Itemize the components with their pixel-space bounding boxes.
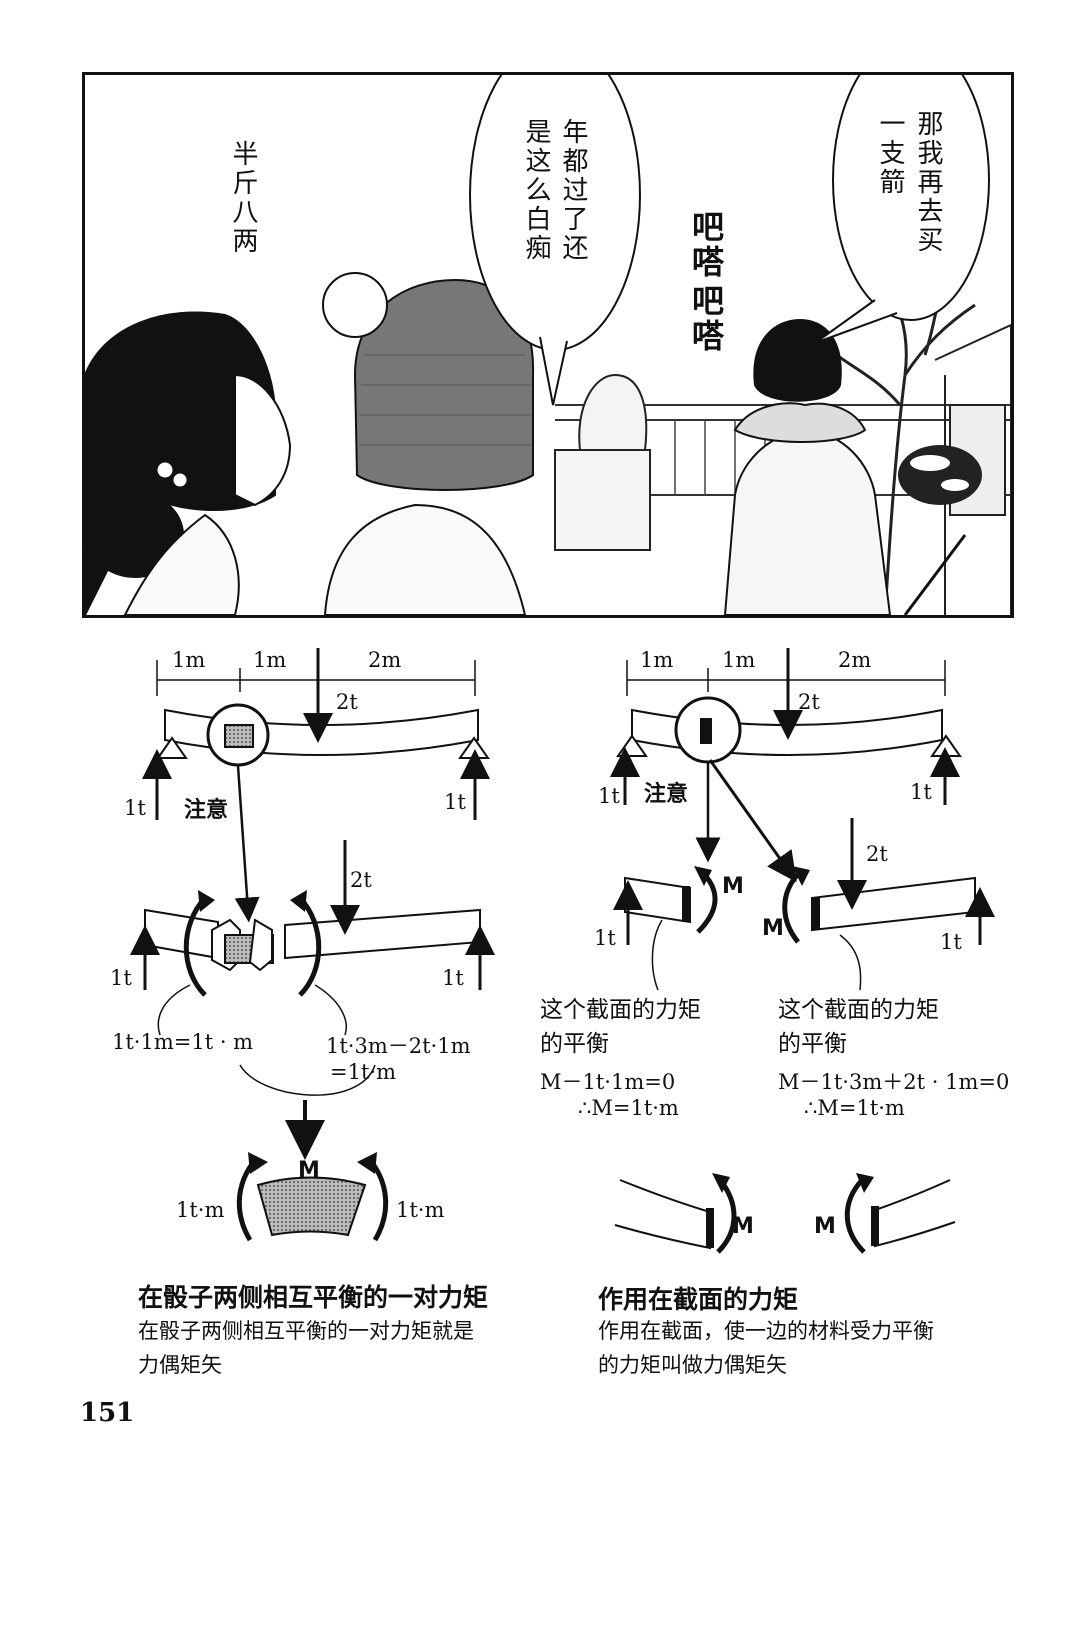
left-load-mid: 2t — [350, 868, 372, 892]
right-dim-1: 1m — [640, 648, 674, 672]
left-beam-diagram — [130, 648, 495, 1242]
comic-illustration — [85, 75, 1011, 615]
speech-bubble-middle-line-1: 年都过了还 — [558, 118, 588, 263]
left-reaction-left-mid: 1t — [110, 966, 132, 990]
right-load-top: 2t — [798, 690, 820, 714]
left-desc-1: 在骰子两侧相互平衡的一对力矩就是 — [138, 1319, 474, 1343]
speech-bubble-right-line-2: 一支箭 — [875, 110, 905, 197]
left-dim-2: 1m — [253, 648, 287, 672]
dice-section — [256, 1176, 367, 1237]
left-moment-left: 1t·m — [176, 1198, 225, 1222]
right-section-right-line-2: 的平衡 — [778, 1031, 847, 1057]
right-reaction-right-mid: 1t — [940, 930, 962, 954]
right-reaction-right: 1t — [910, 780, 932, 804]
speech-bubble-right-line-1: 那我再去买 — [913, 110, 943, 255]
right-eq-left-1: M－1t·1m=0 — [540, 1070, 676, 1094]
right-m-bottom-right: M — [814, 1214, 836, 1239]
right-dim-3: 2m — [838, 648, 872, 672]
right-section-left-line-2: 的平衡 — [540, 1031, 609, 1057]
right-desc-2: 的力矩叫做力偶矩矢 — [598, 1353, 787, 1377]
left-note: 注意 — [184, 798, 229, 823]
right-eq-right-1: M－1t·3m＋2t · 1m=0 — [778, 1070, 1010, 1094]
left-moment-label: M — [298, 1158, 320, 1183]
right-m-bottom-left: M — [732, 1214, 754, 1239]
left-reaction-right: 1t — [444, 790, 466, 814]
right-m-right: M — [762, 916, 784, 941]
right-section-left-line-1: 这个截面的力矩 — [540, 997, 701, 1023]
left-reaction-right-mid: 1t — [442, 966, 464, 990]
sfx-line-2: 吧嗒 — [687, 284, 725, 354]
left-eq-right-1: 1t·3m－2t·1m — [326, 1034, 471, 1058]
left-dim-3: 2m — [368, 648, 402, 672]
left-eq-right-2: =1t·m — [330, 1060, 396, 1084]
right-reaction-left: 1t — [598, 784, 620, 808]
left-heading: 在骰子两侧相互平衡的一对力矩 — [138, 1283, 489, 1312]
left-eq-left: 1t·1m=1t · m — [112, 1030, 254, 1054]
comic-caption-left: 半斤八两 — [228, 140, 258, 256]
sfx-line-1: 吧嗒 — [687, 210, 725, 280]
right-beam-diagram — [610, 648, 995, 1254]
right-eq-left-2: ∴M=1t·m — [578, 1096, 679, 1120]
right-note: 注意 — [644, 782, 689, 807]
right-eq-right-2: ∴M=1t·m — [804, 1096, 905, 1120]
left-moment-right: 1t·m — [396, 1198, 445, 1222]
right-heading: 作用在截面的力矩 — [598, 1285, 799, 1314]
right-section-right-line-1: 这个截面的力矩 — [778, 997, 939, 1023]
speech-bubble-middle-line-2: 是这么白痴 — [521, 118, 551, 263]
right-desc-1: 作用在截面，使一边的材料受力平衡 — [598, 1319, 934, 1343]
page-number: 151 — [80, 1398, 135, 1428]
left-desc-2: 力偶矩矢 — [138, 1353, 222, 1377]
left-dim-1: 1m — [172, 648, 206, 672]
right-reaction-left-mid: 1t — [594, 926, 616, 950]
right-m-left: M — [722, 874, 744, 899]
comic-panel — [82, 72, 1014, 618]
right-dim-2: 1m — [722, 648, 756, 672]
left-reaction-left: 1t — [124, 796, 146, 820]
right-load-mid: 2t — [866, 842, 888, 866]
left-load-top: 2t — [336, 690, 358, 714]
